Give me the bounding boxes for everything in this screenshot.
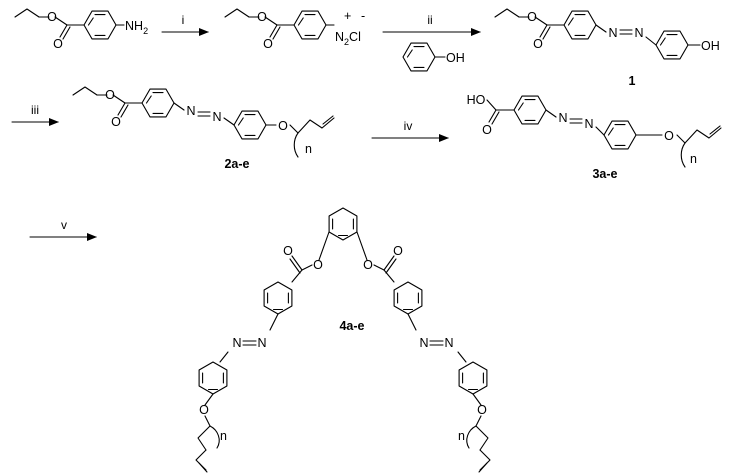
azo-nitrogen-1: N — [186, 104, 195, 118]
step-v-label: v — [61, 218, 67, 232]
azo-nitrogen-1: N — [558, 111, 567, 125]
plus-charge: + — [344, 9, 351, 23]
compound-2-label: 2a-e — [224, 157, 249, 171]
carbonyl-oxygen: O — [263, 37, 273, 51]
amine-label: NH2 — [125, 19, 148, 36]
left-ether-oxygen: O — [199, 403, 209, 417]
right-azo-nitrogen-1: N — [419, 336, 428, 350]
left-ester-oxygen: O — [313, 258, 323, 272]
right-chain-n-label: n — [458, 429, 465, 443]
ester-oxygen: O — [527, 10, 537, 24]
diazonium-label: N2Cl — [335, 30, 361, 47]
step-iii-label: iii — [31, 103, 39, 117]
carbonyl-oxygen: O — [53, 37, 63, 51]
right-azo-nitrogen-2: N — [444, 336, 453, 350]
right-carbonyl-oxygen: O — [393, 244, 403, 258]
phenol-oh-label: OH — [446, 51, 465, 65]
azo-nitrogen-2: N — [584, 117, 593, 131]
left-chain-n-label: n — [220, 429, 227, 443]
ethyl-4-aminobenzoate: O O NH2 — [14, 8, 148, 51]
compound-3a-e: HO O N N O n 3a-e — [467, 93, 722, 181]
carbonyl-oxygen: O — [111, 115, 121, 129]
diazonium-salt: O O N2Cl + - — [224, 8, 365, 51]
azo-nitrogen-2: N — [212, 110, 221, 124]
minus-charge: - — [361, 9, 365, 23]
compound-3-label: 3a-e — [592, 167, 617, 181]
hydroxyl-label: OH — [701, 39, 720, 53]
ester-oxygen: O — [105, 88, 115, 102]
compound-4-label: 4a-e — [339, 319, 364, 333]
azo-nitrogen-1: N — [608, 26, 617, 40]
step-iv-label: iv — [404, 119, 413, 133]
chain-n-label: n — [690, 152, 697, 166]
phenol-reagent: OH — [402, 42, 465, 72]
chain-n-label: n — [305, 142, 312, 156]
step-ii-label: ii — [427, 13, 432, 27]
compound-2a-e: O O N N O n 2a-e — [72, 86, 335, 171]
carboxyl-ho-label: HO — [467, 93, 486, 107]
compound-1: O O N N OH 1 — [494, 8, 720, 88]
ester-oxygen: O — [257, 10, 267, 24]
carbonyl-oxygen: O — [482, 123, 492, 137]
left-azo-nitrogen-2: N — [232, 336, 241, 350]
ether-oxygen: O — [664, 129, 674, 143]
compound-4a-e: O O O O N N N N O O n n 4a-e — [195, 207, 491, 473]
ether-oxygen: O — [278, 119, 288, 133]
right-ester-oxygen: O — [363, 258, 373, 272]
azo-nitrogen-2: N — [634, 26, 643, 40]
left-azo-nitrogen-1: N — [257, 336, 266, 350]
carbonyl-oxygen: O — [533, 37, 543, 51]
right-ether-oxygen: O — [477, 403, 487, 417]
ester-oxygen: O — [47, 10, 57, 24]
compound-1-label: 1 — [629, 74, 636, 88]
left-carbonyl-oxygen: O — [283, 244, 293, 258]
step-i-label: i — [182, 13, 185, 27]
